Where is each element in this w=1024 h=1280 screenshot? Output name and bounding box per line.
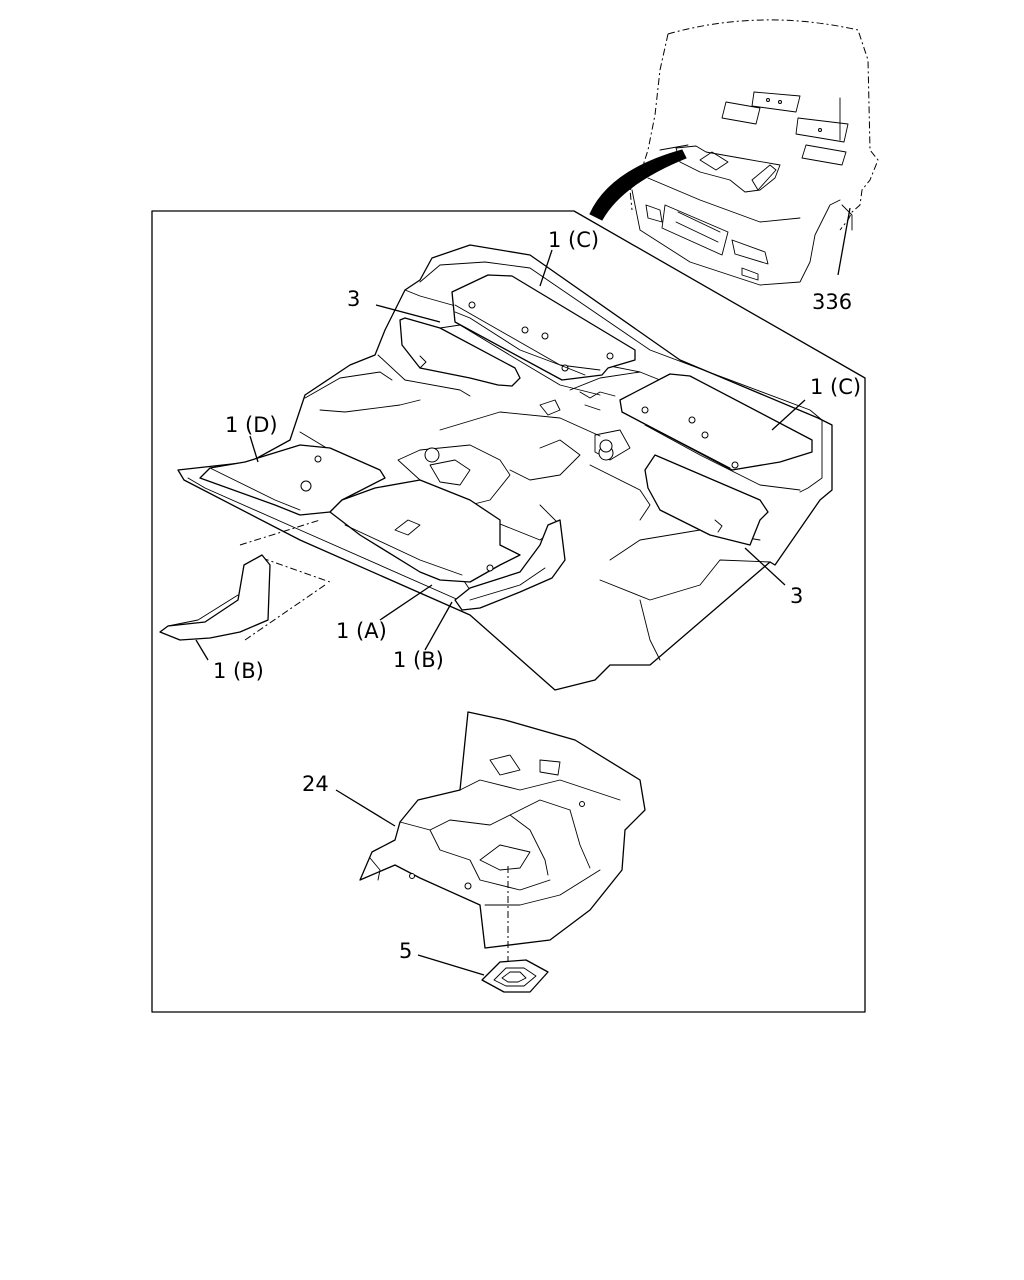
callout-1d: 1 (D) bbox=[225, 413, 278, 437]
carpet-a bbox=[329, 479, 521, 583]
callout-5: 5 bbox=[399, 939, 412, 963]
diagram-frame bbox=[151, 210, 866, 1013]
leader-336 bbox=[837, 207, 851, 276]
callout-3-left: 3 bbox=[347, 287, 360, 311]
grommet-5 bbox=[481, 959, 549, 993]
insulator-24 bbox=[359, 711, 646, 968]
carpet-c-right bbox=[619, 373, 813, 471]
leaders bbox=[195, 249, 806, 976]
callout-1a: 1 (A) bbox=[336, 619, 387, 643]
callout-3-right: 3 bbox=[790, 584, 803, 608]
callout-1b-left: 1 (B) bbox=[213, 659, 264, 683]
carpet-b-center bbox=[454, 519, 566, 611]
callout-1c-right: 1 (C) bbox=[810, 375, 861, 399]
carpet-b-left bbox=[159, 554, 271, 641]
callout-24: 24 bbox=[302, 772, 329, 796]
zoom-arrow bbox=[589, 149, 687, 221]
callout-336: 336 bbox=[812, 290, 852, 314]
insulator-3-left bbox=[399, 311, 601, 396]
floor-pan bbox=[177, 244, 833, 691]
carpet-d bbox=[199, 444, 386, 641]
cab-overview bbox=[629, 19, 879, 286]
callout-1c-top: 1 (C) bbox=[548, 228, 599, 252]
insulator-3-right bbox=[644, 424, 801, 546]
callout-1b-center: 1 (B) bbox=[393, 648, 444, 672]
